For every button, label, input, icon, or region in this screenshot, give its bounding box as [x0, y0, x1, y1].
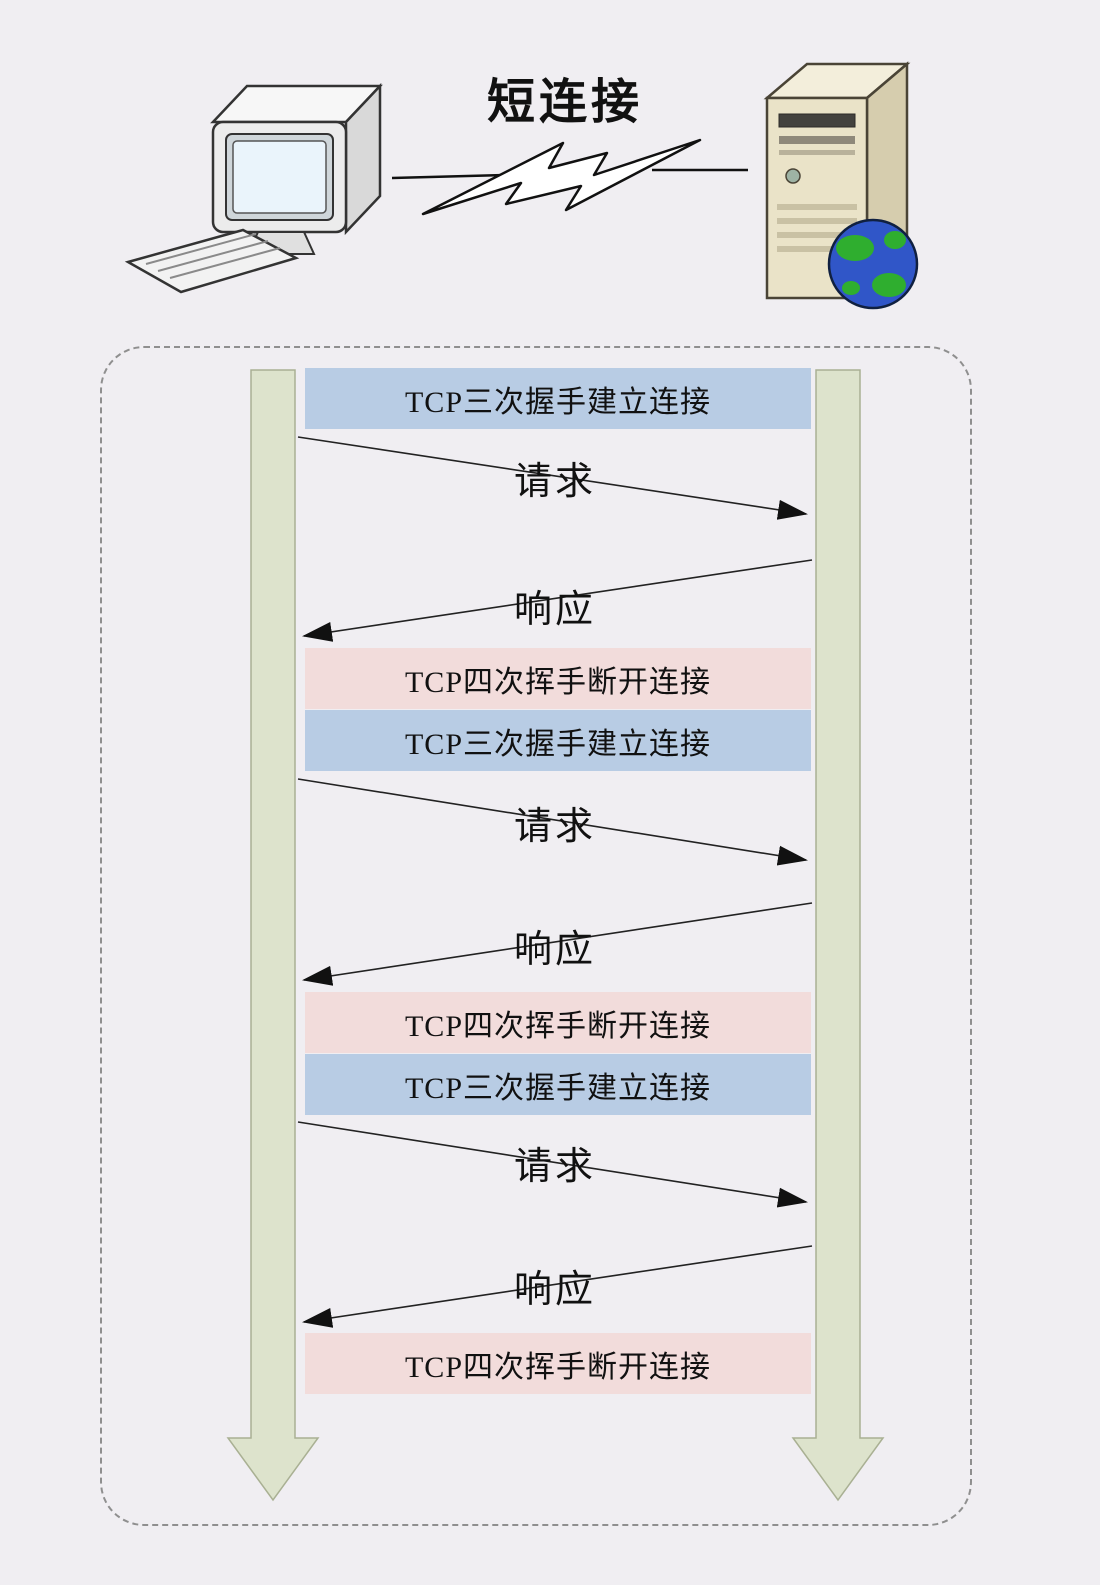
request-label: 请求 [513, 461, 596, 503]
tcp-establish-band: TCP三次握手建立连接 [305, 368, 811, 429]
client-lifeline [226, 369, 320, 1502]
request-label: 请求 [513, 806, 596, 848]
request-arrow [297, 778, 808, 866]
response-label: 响应 [513, 589, 596, 631]
tcp-teardown-band: TCP四次挥手断开连接 [305, 648, 811, 709]
response-arrow [302, 902, 813, 986]
tcp-teardown-band: TCP四次挥手断开连接 [305, 1333, 811, 1394]
request-label: 请求 [513, 1146, 596, 1188]
server-lifeline [791, 369, 885, 1502]
client-computer-icon [124, 82, 383, 294]
response-label: 响应 [513, 1269, 596, 1311]
response-arrow [302, 1245, 813, 1328]
response-arrow [302, 559, 813, 642]
response-label: 响应 [513, 929, 596, 971]
tcp-establish-band: TCP三次握手建立连接 [305, 710, 811, 771]
request-arrow [297, 436, 808, 520]
request-arrow [297, 1121, 808, 1208]
tcp-establish-band: TCP三次握手建立连接 [305, 1054, 811, 1115]
diagram-title: 短连接 [486, 76, 643, 129]
lightning-bolt-icon [391, 138, 748, 216]
globe-icon [827, 218, 919, 310]
header-graphics [124, 61, 919, 310]
tcp-teardown-band: TCP四次挥手断开连接 [305, 992, 811, 1053]
sequence-frame [100, 346, 972, 1526]
server-icon [763, 61, 919, 310]
